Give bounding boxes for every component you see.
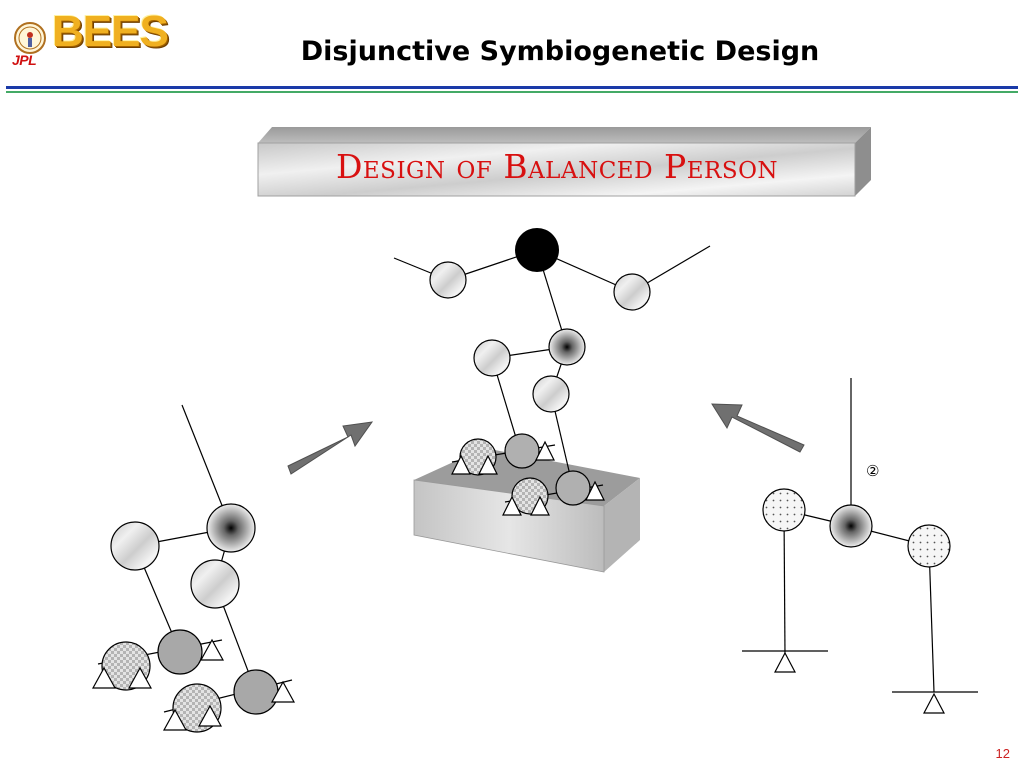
right-figure-support-triangles — [774, 651, 945, 714]
header-rule-primary — [6, 86, 1018, 89]
joint-marker-label: ② — [866, 462, 880, 480]
left-figure-left-ankle — [157, 629, 203, 675]
arrow-left-to-center — [287, 421, 374, 475]
banner-plaque — [257, 127, 871, 197]
center-figure-hip-joint — [548, 328, 586, 366]
center-figure-left-ankle — [504, 433, 540, 469]
right-figure-right-joint — [907, 524, 951, 568]
header-rule-secondary — [6, 91, 1018, 93]
left-figure-hip-joint — [206, 503, 256, 553]
jpl-logo-text: JPL — [12, 52, 37, 68]
center-figure-head — [515, 228, 559, 272]
left-figure-right-knee — [190, 559, 240, 609]
center-figure-right-knee — [532, 375, 570, 413]
center-figure-support-triangles — [451, 440, 605, 516]
center-figure-left-hand — [429, 261, 467, 299]
right-figure-left-joint — [762, 488, 806, 532]
center-figure-right-ankle — [555, 470, 591, 506]
bees-logo: BEES — [52, 7, 169, 56]
jpl-seal-logo — [14, 22, 46, 54]
banner-title: Design of Balanced Person — [335, 147, 779, 186]
center-figure-left-knee — [473, 339, 511, 377]
left-figure-right-ankle — [233, 669, 279, 715]
center-figure-right-hand — [613, 273, 651, 311]
right-figure-hip-joint — [829, 504, 873, 548]
left-figure-support-triangles — [91, 638, 296, 731]
slide-title: Disjunctive Symbiogenetic Design — [300, 36, 820, 67]
arrow-right-to-center — [711, 403, 805, 453]
left-figure-left-knee — [110, 521, 160, 571]
page-number: 12 — [995, 746, 1010, 761]
